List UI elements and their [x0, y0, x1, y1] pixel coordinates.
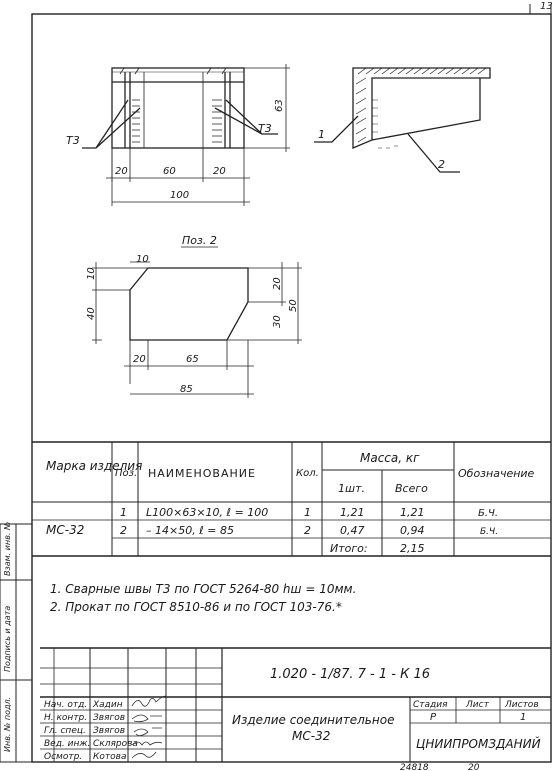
callout-2: 2	[438, 158, 445, 171]
spec-table	[32, 441, 551, 557]
pos2-label: Поз. 2	[182, 234, 217, 247]
dim-63: 63	[274, 99, 285, 112]
dim-20-left: 20	[115, 166, 128, 177]
plate-dim-20-right: 20	[272, 277, 283, 290]
footer-number-1: 24818	[400, 763, 429, 771]
row1-designation: Б.Ч.	[478, 508, 498, 519]
row1-qty: 1	[304, 506, 311, 519]
row1-name: L100×63×10, ℓ = 100	[146, 506, 268, 519]
name-3: Звягов	[93, 726, 125, 736]
name-5: Котова	[93, 752, 126, 762]
sheet-header: Лист	[465, 700, 490, 710]
plate-dim-65: 65	[186, 354, 199, 365]
stamp-vzam-inv: Взам. инв. №	[3, 522, 12, 576]
row2-designation: Б.Ч.	[480, 527, 498, 537]
role-2: Н. контр.	[44, 713, 87, 723]
note-1: 1. Сварные швы Т3 по ГОСТ 5264-80 hш = 1…	[50, 582, 356, 596]
side-stamp-frame	[0, 523, 33, 763]
row2-name: – 14×50, ℓ = 85	[146, 524, 234, 537]
row2-qty: 2	[304, 524, 311, 537]
plate-dim-30: 30	[272, 315, 283, 328]
sheet-corner-number: 13	[540, 1, 553, 12]
col-mass-unit-header: 1шт.	[338, 482, 365, 495]
signatures	[131, 695, 167, 759]
title-block	[40, 647, 551, 762]
title-line-2: МС-32	[292, 729, 330, 743]
weld-label-left: Т3	[66, 134, 80, 147]
sheets-header: Листов	[504, 700, 539, 710]
mark-value: МС-32	[46, 523, 84, 537]
plate-view	[92, 261, 302, 398]
name-2: Звягов	[93, 713, 125, 723]
dim-20-right: 20	[213, 166, 226, 177]
col-mass-total-header: Всего	[395, 482, 428, 495]
role-1: Нач. отд.	[44, 700, 87, 710]
itogo-label: Итого:	[330, 542, 368, 555]
row2-total: 0,94	[400, 524, 425, 537]
footer-number-2: 20	[468, 763, 480, 771]
title-line-1: Изделие соединительное	[232, 713, 394, 727]
side-view	[314, 67, 491, 173]
stamp-signature-date: Подпись и дата	[3, 606, 12, 672]
dim-100: 100	[170, 190, 189, 201]
row1-total: 1,21	[400, 506, 425, 519]
col-mass-header: Масса, кг	[360, 451, 420, 465]
plate-dim-40: 40	[86, 307, 97, 320]
col-name-header: НАИМЕНОВАНИЕ	[148, 467, 256, 480]
plate-dim-50: 50	[288, 299, 299, 312]
itogo-value: 2,15	[400, 542, 425, 555]
organization: ЦНИИПРОМЗДАНИЙ	[416, 736, 541, 751]
plate-dim-10-top: 10	[136, 254, 149, 265]
col-pos-header: Поз.	[115, 468, 137, 479]
stage-header: Стадия	[413, 700, 448, 710]
plate-dim-10-side: 10	[86, 267, 97, 280]
sheet-border	[31, 13, 552, 763]
name-4: Склярова	[93, 739, 138, 749]
stage-value: Р	[430, 712, 437, 723]
role-4: Вед. инж.	[44, 739, 90, 749]
doc-code: 1.020 - 1/87. 7 - 1 - К 16	[270, 667, 430, 682]
row1-unit: 1,21	[340, 506, 365, 519]
row2-unit: 0,47	[340, 524, 365, 537]
weld-label-right: Т3	[258, 122, 272, 135]
front-view	[82, 64, 290, 206]
col-qty-header: Кол.	[296, 468, 319, 479]
name-1: Хадин	[92, 700, 123, 710]
callout-1: 1	[318, 128, 325, 141]
plate-dim-85: 85	[180, 384, 193, 395]
row1-pos: 1	[120, 506, 127, 519]
row2-pos: 2	[120, 524, 127, 537]
note-2: 2. Прокат по ГОСТ 8510-86 и по ГОСТ 103-…	[50, 600, 342, 614]
role-5: Осмотр.	[44, 752, 82, 762]
stamp-inv-podl: Инв. № подл.	[3, 697, 12, 752]
sheets-value: 1	[520, 712, 526, 723]
col-mark-header: Марка изделия	[46, 459, 142, 473]
role-3: Гл. спец.	[44, 726, 86, 736]
dim-60: 60	[163, 166, 176, 177]
col-designation-header: Обозначение	[458, 467, 535, 480]
plate-dim-20-bottom: 20	[133, 354, 146, 365]
